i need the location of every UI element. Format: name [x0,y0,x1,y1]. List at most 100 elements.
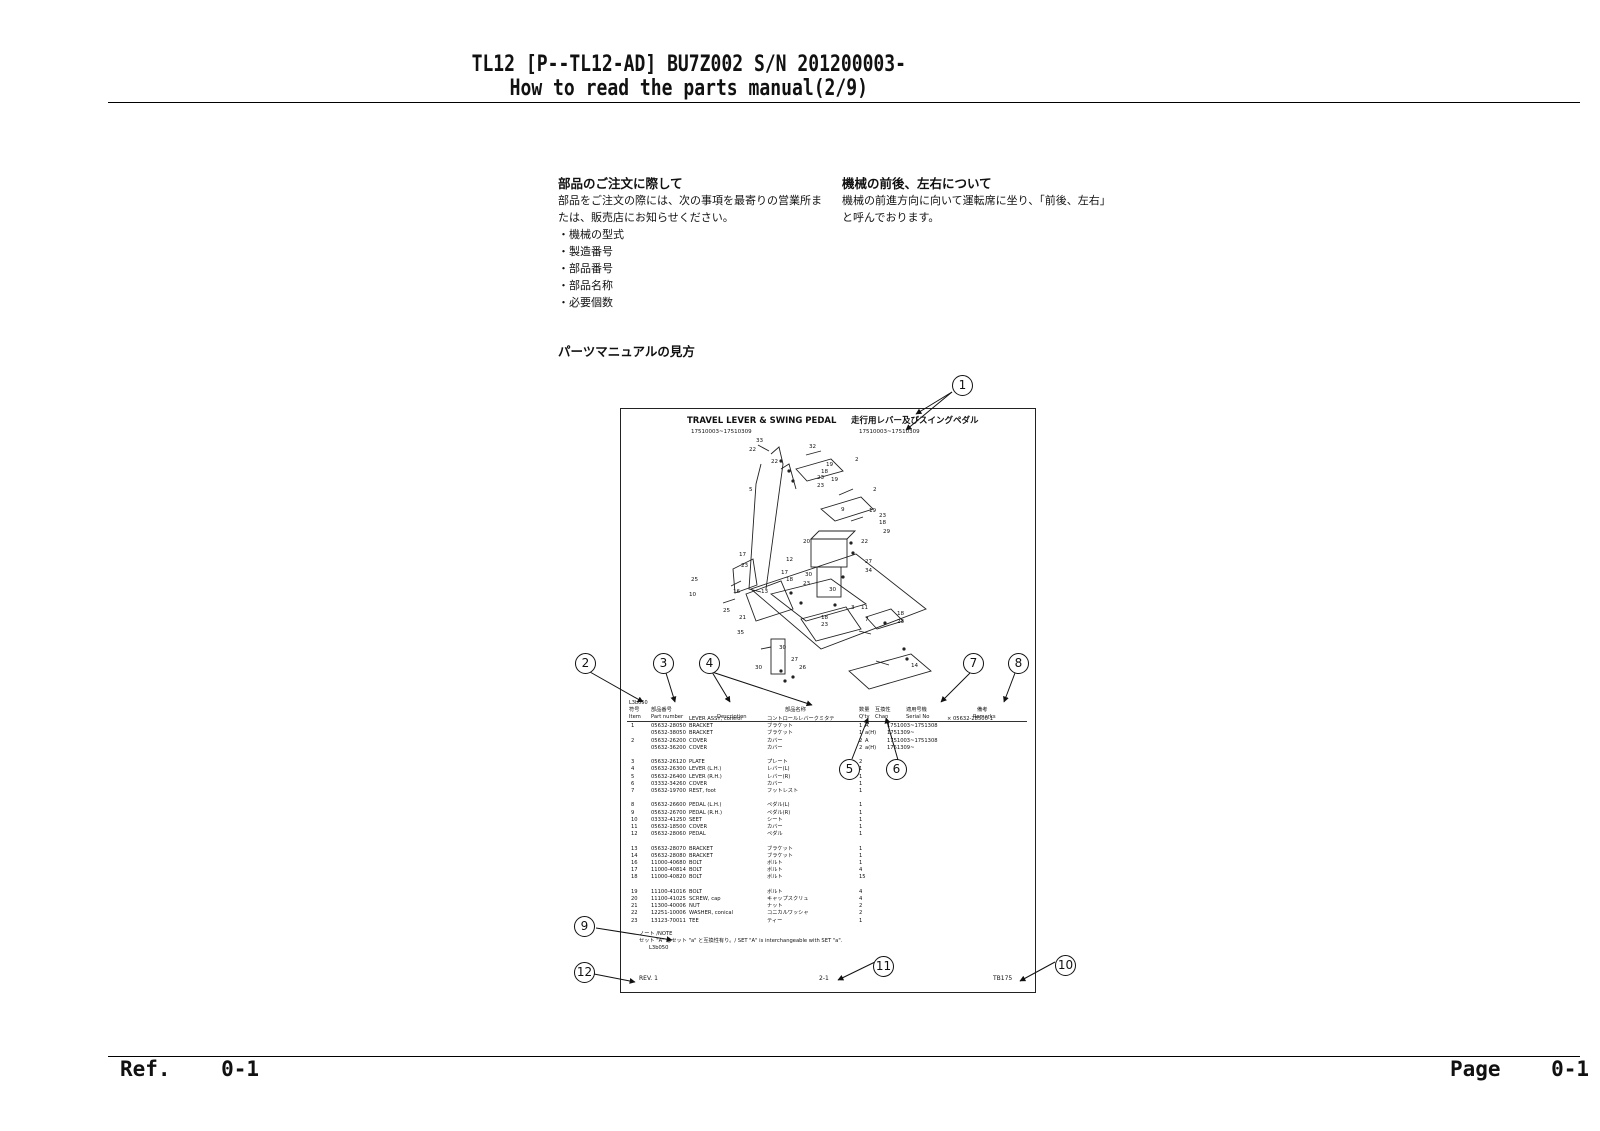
diagram-part-number: 23 [817,475,825,481]
column-serial: 1751003~1751308 1751309~ 1751003~1751308… [887,723,938,751]
diagram-part-number: 5 [749,487,753,493]
order-item: ・製造番号 [558,245,613,258]
diagram-part-number: 34 [865,568,873,574]
footer-rule [108,1056,1580,1057]
diagram-part-number: 30 [755,665,763,671]
direction-instructions: 機械の前後、左右について 機械の前進方向に向いて運転席に坐り、「前後、左右」 と… [842,175,1111,226]
column-remarks: × 05632-28500-1 [947,716,994,722]
column-chan: A a(H) A a(H) [865,723,877,751]
callout-4: 4 [699,653,720,674]
diagram-part-number: 19 [826,462,834,468]
direction-heading: 機械の前後、左右について [842,176,992,191]
diagram-part-number: 27 [865,559,873,565]
manual-serial-left: 17510003~17510309 [691,429,752,435]
diagram-part-number: 22 [861,539,868,545]
diagram-part-number: 2 [855,457,859,463]
diagram-part-number: 29 [883,529,891,535]
callout-6: 6 [886,759,907,780]
header-chan-jp: 互換性 [875,707,891,713]
diagram-part-number: 19 [869,508,877,514]
diagram-part-number: 18 [897,611,905,617]
manual-title-jp: 走行用レバー及びスイングペダル [851,416,979,426]
callout-10: 10 [1055,955,1076,976]
header-item-jp: 符号 [629,707,640,713]
diagram-part-number: 35 [737,630,745,636]
manual-revision: REV. 1 [639,975,658,982]
diagram-part-number: 30 [829,587,837,593]
diagram-part-number: 2 [873,487,877,493]
diagram-part-number: 23 [821,622,829,628]
header-remarks: Remarks [973,714,996,720]
callout-7: 7 [963,653,984,674]
manual-serial-right: 17510003~17510309 [859,429,920,435]
diagram-part-number: 18 [821,615,829,621]
diagram-part-number: 10 [689,592,697,598]
diagram-part-number: 16 [733,589,741,595]
diagram-part-number: 26 [799,665,807,671]
header-qty-jp: 数量 [859,707,870,713]
column-description: LEVER ASSY, control BRACKET BRACKET COVE… [689,716,742,924]
diagram-part-number: 23 [741,563,749,569]
manual-page-number: 2-1 [819,975,829,982]
diagram-part-number: 22 [749,447,756,453]
callout-1: 1 [952,375,973,396]
column-part-number: 05632-28050 05632-38050 05632-26200 0563… [651,723,686,924]
diagram-part-number: 9 [841,507,845,513]
reference-number: Ref. 0-1 [120,1057,260,1081]
note-text: セット "A" はセット "a" と互換性有り。/ SET "A" is int… [639,938,843,944]
note-label: ノート /NOTE [639,931,673,937]
order-heading: 部品のご注文に際して [558,176,683,191]
callout-3: 3 [653,653,674,674]
header-qty: Q'ty [859,714,870,720]
document-title: TL12 [P--TL12-AD] BU7Z002 S/N 201200003- [471,52,907,77]
header-item: Item [629,714,641,720]
header-remarks-jp: 備考 [977,707,988,713]
howto-heading: パーツマニュアルの見方 [558,344,695,359]
diagram-part-number: 18 [821,469,829,475]
diagram-part-number: 18 [786,577,794,583]
page-number: Page 0-1 [1450,1057,1590,1081]
diagram-part-number: 25 [723,608,731,614]
direction-line-1: 機械の前進方向に向いて運転席に坐り、「前後、左右」 [842,194,1111,207]
header-rule [108,102,1580,103]
diagram-part-number: 12 [786,557,793,563]
order-item: ・必要個数 [558,296,613,309]
callout-12: 12 [574,962,595,983]
column-qty: 1 1 2 2 2 1 1 1 1 1 1 1 1 1 1 1 1 4 15 4… [859,723,866,924]
callout-9: 9 [574,916,595,937]
diagram-part-number: 13 [761,589,769,595]
header-chan: Chan [875,714,889,720]
callout-8: 8 [1008,653,1029,674]
diagram-part-number: 14 [911,663,919,669]
diagram-part-number: 32 [809,444,816,450]
header-description: Description [717,714,747,720]
diagram-part-number: 25 [691,577,699,583]
diagram-part-number: 33 [756,438,764,444]
diagram-part-number: 23 [803,581,811,587]
diagram-part-number: 7 [865,617,869,623]
callout-11: 11 [873,956,894,977]
diagram-part-number: 11 [861,605,869,611]
order-line-1: 部品をご注文の際には、次の事項を最寄りの営業所ま [558,194,822,207]
column-name-jp: コントロールレバークミタテ ブラケット ブラケット カバー カバー プレート レ… [767,716,835,924]
diagram-part-number: 30 [805,572,813,578]
order-instructions: 部品のご注文に際して 部品をご注文の際には、次の事項を最寄りの営業所ま たは、販… [558,175,822,311]
diagram-part-number: 30 [779,645,787,651]
order-line-2: たは、販売店にお知らせください。 [558,211,734,224]
diagram-part-number: 21 [739,615,747,621]
diagram-part-number: 23 [897,619,905,625]
diagram-part-number: 17 [739,552,747,558]
diagram-part-number: 23 [879,513,887,519]
column-item: 1 2 3 4 5 6 7 8 9 10 11 12 13 14 16 17 1… [631,723,638,924]
header-part-jp: 部品番号 [651,707,672,713]
diagram-part-number: 20 [803,539,811,545]
manual-title-en: TRAVEL LEVER & SWING PEDAL [687,416,837,426]
order-item: ・部品番号 [558,262,613,275]
diagram-part-number: 27 [791,657,799,663]
callout-2: 2 [575,653,596,674]
table-rule [627,721,1027,722]
header-serial: Serial No [906,714,930,720]
diagram-part-number: 3 [851,605,855,611]
